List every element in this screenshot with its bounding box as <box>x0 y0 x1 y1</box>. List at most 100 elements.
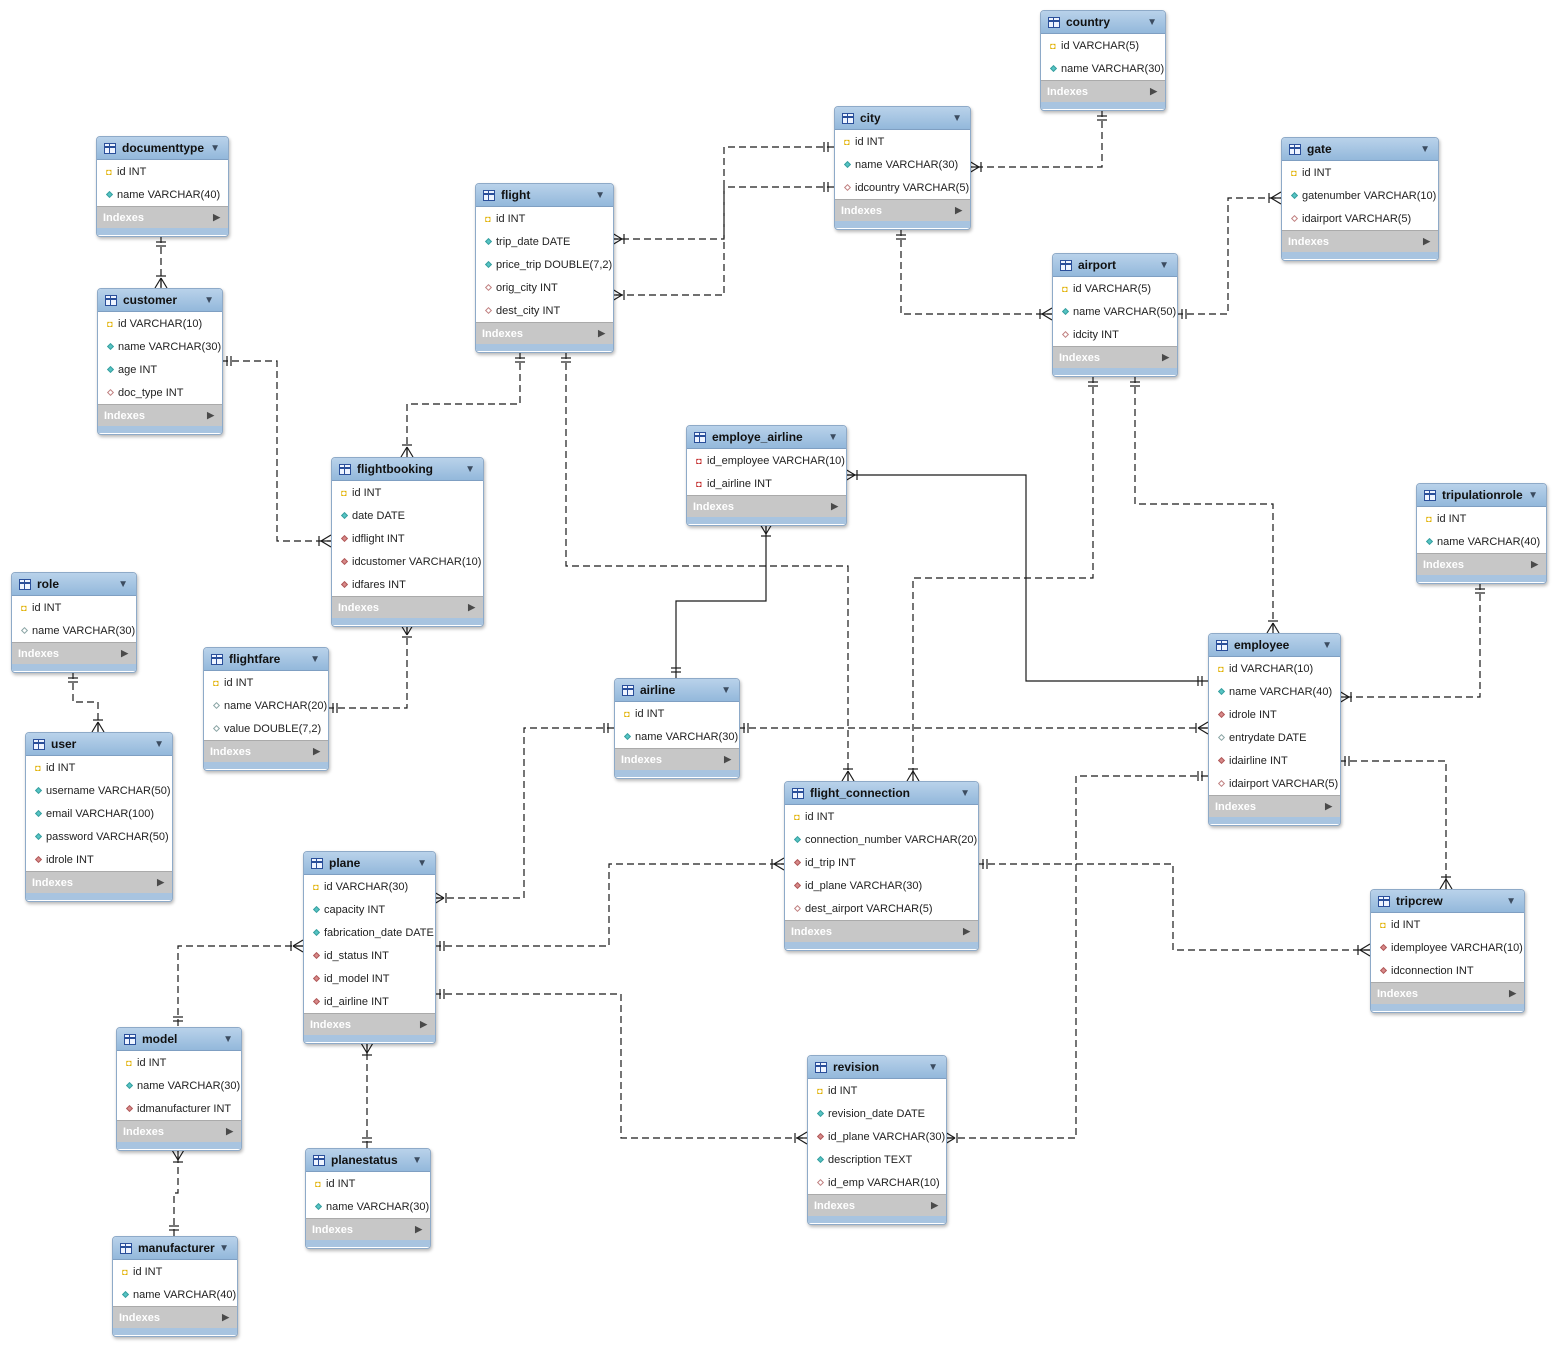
triangle-down-icon[interactable]: ▼ <box>223 1033 233 1045</box>
entity-header[interactable]: revision▼ <box>808 1056 946 1079</box>
triangle-down-icon[interactable]: ▼ <box>118 578 128 590</box>
entity-header[interactable]: city▼ <box>835 107 970 130</box>
triangle-right-icon[interactable]: ▶ <box>207 410 214 420</box>
relationship-role-user[interactable] <box>72 672 99 732</box>
triangle-down-icon[interactable]: ▼ <box>412 1154 422 1166</box>
indexes-section[interactable]: Indexes▶ <box>304 1013 435 1035</box>
entity-header[interactable]: user▼ <box>26 733 172 756</box>
column-row[interactable]: ◘id INT <box>615 702 739 725</box>
triangle-right-icon[interactable]: ▶ <box>157 877 164 887</box>
relationship-employee-employe-airline[interactable] <box>845 474 1208 682</box>
column-row[interactable]: idairline INT <box>1209 749 1340 772</box>
relationship-city-flight[interactable] <box>612 146 834 240</box>
triangle-right-icon[interactable]: ▶ <box>1509 988 1516 998</box>
relationship-city-flight[interactable] <box>612 186 834 296</box>
entity-header[interactable]: flightbooking▼ <box>332 458 483 481</box>
column-row[interactable]: id_model INT <box>304 967 435 990</box>
column-row[interactable]: id_status INT <box>304 944 435 967</box>
column-row[interactable]: ◘id INT <box>204 671 328 694</box>
column-row[interactable]: name VARCHAR(30) <box>615 725 739 748</box>
column-row[interactable]: ◘id INT <box>808 1079 946 1102</box>
relationship-airport-employee[interactable] <box>1134 376 1274 633</box>
relationship-country-city[interactable] <box>969 110 1103 168</box>
column-row[interactable]: entrydate DATE <box>1209 726 1340 749</box>
column-row[interactable]: idemployee VARCHAR(10) <box>1371 936 1524 959</box>
triangle-right-icon[interactable]: ▶ <box>313 746 320 756</box>
column-row[interactable]: name VARCHAR(40) <box>1209 680 1340 703</box>
column-row[interactable]: dest_airport VARCHAR(5) <box>785 897 978 920</box>
column-row[interactable]: name VARCHAR(40) <box>1417 530 1546 553</box>
column-row[interactable]: ◘id INT <box>785 805 978 828</box>
triangle-right-icon[interactable]: ▶ <box>213 212 220 222</box>
column-row[interactable]: ◘id INT <box>306 1172 430 1195</box>
relationship-manufacturer-model[interactable] <box>173 1150 179 1236</box>
triangle-down-icon[interactable]: ▼ <box>1420 143 1430 155</box>
column-row[interactable]: idcountry VARCHAR(5) <box>835 176 970 199</box>
column-row[interactable]: ◘id INT <box>1417 507 1546 530</box>
column-row[interactable]: ◘id VARCHAR(10) <box>1209 657 1340 680</box>
column-row[interactable]: dest_city INT <box>476 299 613 322</box>
triangle-down-icon[interactable]: ▼ <box>1322 639 1332 651</box>
column-row[interactable]: username VARCHAR(50) <box>26 779 172 802</box>
entity-header[interactable]: country▼ <box>1041 11 1165 34</box>
entity-header[interactable]: tripcrew▼ <box>1371 890 1524 913</box>
triangle-right-icon[interactable]: ▶ <box>420 1019 427 1029</box>
column-row[interactable]: idairport VARCHAR(5) <box>1209 772 1340 795</box>
entity-header[interactable]: documenttype▼ <box>97 137 228 160</box>
indexes-section[interactable]: Indexes▶ <box>1041 80 1165 102</box>
triangle-right-icon[interactable]: ▶ <box>1325 801 1332 811</box>
column-row[interactable]: ◘id VARCHAR(10) <box>98 312 222 335</box>
relationship-flight-connection-tripcrew[interactable] <box>977 863 1370 951</box>
triangle-down-icon[interactable]: ▼ <box>1159 259 1169 271</box>
indexes-section[interactable]: Indexes▶ <box>1282 230 1438 252</box>
entity-header[interactable]: employe_airline▼ <box>687 426 846 449</box>
column-row[interactable]: description TEXT <box>808 1148 946 1171</box>
relationship-airport-gate[interactable] <box>1176 197 1281 315</box>
entity-airport[interactable]: airport▼◘id VARCHAR(5)name VARCHAR(50)id… <box>1052 253 1178 377</box>
column-row[interactable]: password VARCHAR(50) <box>26 825 172 848</box>
triangle-right-icon[interactable]: ▶ <box>598 328 605 338</box>
indexes-section[interactable]: Indexes▶ <box>1371 982 1524 1004</box>
triangle-down-icon[interactable]: ▼ <box>154 738 164 750</box>
triangle-right-icon[interactable]: ▶ <box>121 648 128 658</box>
entity-header[interactable]: gate▼ <box>1282 138 1438 161</box>
column-row[interactable]: name VARCHAR(20) <box>204 694 328 717</box>
column-row[interactable]: name VARCHAR(50) <box>1053 300 1177 323</box>
triangle-down-icon[interactable]: ▼ <box>952 112 962 124</box>
column-row[interactable]: id_emp VARCHAR(10) <box>808 1171 946 1194</box>
column-row[interactable]: name VARCHAR(30) <box>306 1195 430 1218</box>
entity-country[interactable]: country▼◘id VARCHAR(5)name VARCHAR(30)In… <box>1040 10 1166 111</box>
entity-header[interactable]: planestatus▼ <box>306 1149 430 1172</box>
column-row[interactable]: ◘id INT <box>332 481 483 504</box>
indexes-section[interactable]: Indexes▶ <box>113 1306 237 1328</box>
entity-header[interactable]: airline▼ <box>615 679 739 702</box>
relationship-flight-flight-connection[interactable] <box>565 352 849 781</box>
relationship-plane-model[interactable] <box>177 945 303 1027</box>
column-row[interactable]: ◘id INT <box>476 207 613 230</box>
entity-header[interactable]: manufacturer▼ <box>113 1237 237 1260</box>
entity-header[interactable]: plane▼ <box>304 852 435 875</box>
column-row[interactable]: email VARCHAR(100) <box>26 802 172 825</box>
entity-header[interactable]: flight_connection▼ <box>785 782 978 805</box>
column-row[interactable]: idconnection INT <box>1371 959 1524 982</box>
entity-header[interactable]: tripulationrole▼ <box>1417 484 1546 507</box>
column-row[interactable]: name VARCHAR(30) <box>98 335 222 358</box>
entity-header[interactable]: model▼ <box>117 1028 241 1051</box>
column-row[interactable]: ◘id INT <box>835 130 970 153</box>
triangle-right-icon[interactable]: ▶ <box>1531 559 1538 569</box>
column-row[interactable]: idflight INT <box>332 527 483 550</box>
column-row[interactable]: capacity INT <box>304 898 435 921</box>
relationship-tripulationrole-employee[interactable] <box>1339 583 1481 698</box>
column-row[interactable]: ◘id VARCHAR(30) <box>304 875 435 898</box>
entity-customer[interactable]: customer▼◘id VARCHAR(10)name VARCHAR(30)… <box>97 288 223 435</box>
triangle-down-icon[interactable]: ▼ <box>1506 895 1516 907</box>
